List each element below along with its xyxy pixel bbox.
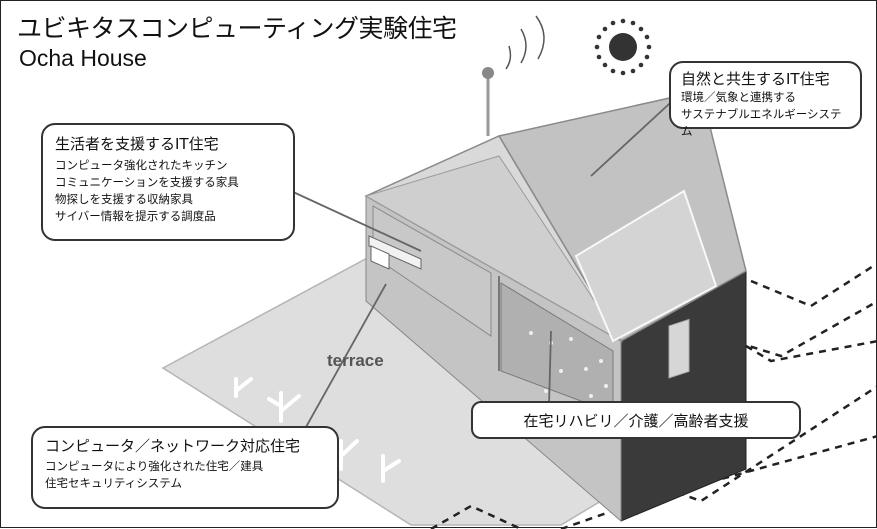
callout-nature: 自然と共生するIT住宅 環境／気象と連携する サステナブルエネルギーシステム [669, 61, 862, 138]
sun-icon [594, 18, 652, 76]
callout-network-heading: コンピュータ／ネットワーク対応住宅 [45, 437, 301, 455]
page-subtitle: Ocha House [19, 45, 147, 71]
callout-network-line: コンピュータにより強化された住宅／建具 [45, 459, 264, 473]
roof-front-face [364, 155, 622, 342]
callout-living-line: 物探しを支援する収納家具 [55, 192, 193, 206]
tree-icon [234, 377, 401, 483]
callout-living: 生活者を支援するIT住宅 コンピュータ強化されたキッチン コミュニケーションを支… [41, 123, 295, 241]
callout-connectors [290, 92, 682, 437]
terrace-label: terrace [327, 351, 384, 370]
kitchen-counter [368, 235, 422, 270]
callout-living-heading: 生活者を支援するIT住宅 [55, 135, 219, 153]
page-title: ユビキタスコンピューティング実験住宅 [17, 14, 457, 43]
callout-living-line: サイバー情報を提示する調度品 [55, 209, 216, 223]
door [668, 318, 690, 379]
callout-nature-line: 環境／気象と連携する [681, 90, 796, 104]
callout-living-line: コミュニケーションを支援する家具 [55, 175, 239, 189]
callout-network-line: 住宅セキュリティシステム [45, 476, 182, 490]
callout-network: コンピュータ／ネットワーク対応住宅 コンピュータにより強化された住宅／建具 住宅… [31, 426, 339, 509]
wifi-waves-icon [505, 15, 545, 70]
callout-rehab-heading: 在宅リハビリ／介護／高齢者支援 [523, 412, 749, 430]
callout-nature-heading: 自然と共生するIT住宅 [681, 70, 830, 88]
callout-rehab: 在宅リハビリ／介護／高齢者支援 [471, 401, 801, 439]
callout-living-line: コンピュータ強化されたキッチン [55, 158, 228, 172]
callout-nature-line: サステナブルエネルギーシステム [681, 107, 842, 138]
solar-panel [574, 189, 718, 343]
